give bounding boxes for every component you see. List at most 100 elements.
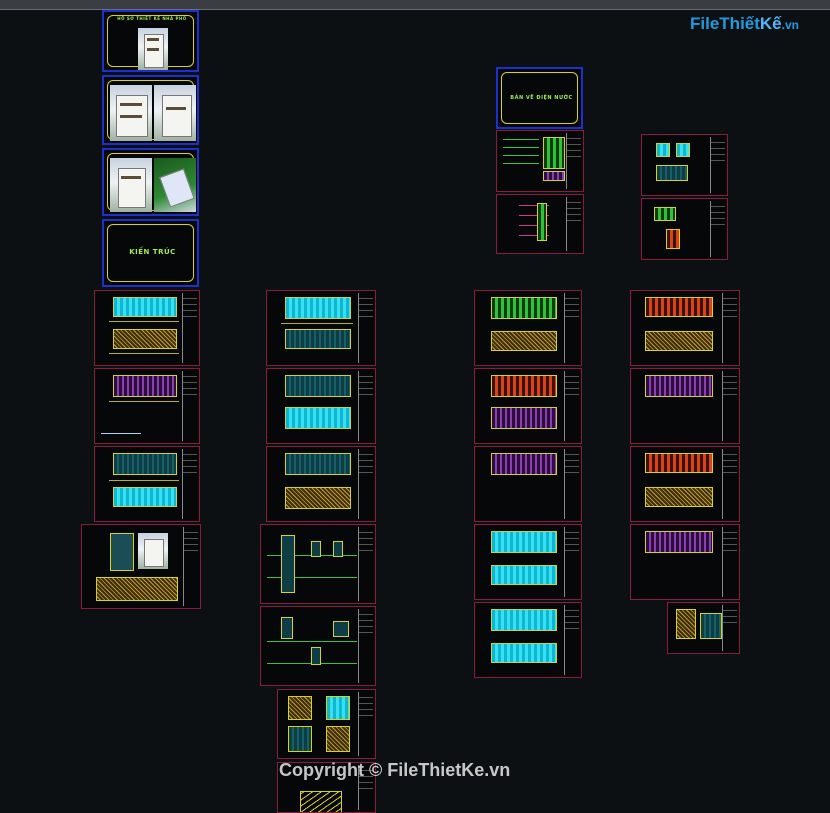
legend-sheet[interactable] bbox=[496, 130, 584, 192]
plumbing-plan-sheet[interactable] bbox=[630, 368, 740, 444]
cover-sheet-render-1[interactable] bbox=[102, 75, 199, 145]
plumbing-plan-sheet[interactable] bbox=[630, 446, 740, 522]
title-block bbox=[566, 197, 581, 251]
title-block bbox=[358, 293, 373, 363]
riser-line bbox=[519, 205, 549, 206]
title-block bbox=[722, 293, 737, 363]
render-image-right bbox=[154, 85, 196, 141]
elevation-sheet[interactable] bbox=[260, 524, 376, 604]
plumbing-plan-drawing bbox=[645, 487, 713, 507]
title-block bbox=[183, 527, 198, 606]
water-plan-drawing bbox=[491, 609, 557, 631]
elevation-drawing bbox=[311, 541, 321, 557]
title-block bbox=[182, 449, 197, 519]
electric-plan-drawing bbox=[491, 331, 557, 351]
logo-ke-text: Kế bbox=[759, 14, 782, 33]
septic-tank-detail-sheet[interactable] bbox=[667, 602, 740, 654]
filethietke-logo: FileThiếtKế.vn bbox=[690, 14, 799, 34]
plumbing-plan-drawing bbox=[645, 375, 713, 397]
dimension-line bbox=[109, 353, 179, 354]
floor-plan-sheet[interactable] bbox=[266, 290, 376, 366]
floor-plan-drawing bbox=[285, 375, 351, 397]
plumbing-plan-drawing bbox=[645, 453, 713, 473]
electric-plan-sheet[interactable] bbox=[474, 446, 582, 522]
detail-drawing bbox=[288, 696, 312, 720]
sheet-inner-frame bbox=[501, 72, 578, 124]
render-thumbnail bbox=[138, 533, 168, 569]
floor-plan-sheet[interactable] bbox=[94, 290, 200, 366]
tank-drawing bbox=[700, 613, 722, 639]
title-block bbox=[722, 371, 737, 441]
riser-line bbox=[519, 215, 549, 216]
floor-plan-sheet[interactable] bbox=[266, 368, 376, 444]
dimension-line bbox=[109, 401, 179, 402]
symbol-drawing bbox=[656, 143, 670, 157]
legend-symbols bbox=[543, 171, 565, 181]
title-block bbox=[358, 692, 373, 756]
electric-plan-drawing bbox=[491, 297, 557, 319]
sheet-inner-frame bbox=[107, 224, 194, 282]
electric-plan-drawing bbox=[491, 375, 557, 397]
floor-plan-sheet[interactable] bbox=[94, 368, 200, 444]
cover-sheet-render-2[interactable] bbox=[102, 148, 199, 216]
elevation-sheet[interactable] bbox=[260, 606, 376, 686]
legend-line bbox=[503, 139, 539, 140]
drainage-detail-sheet[interactable] bbox=[641, 198, 728, 260]
cover-sheet-architecture[interactable]: KIẾN TRÚC bbox=[102, 219, 199, 287]
electric-water-section-title: BẢN VẼ ĐIỆN NƯỚC bbox=[510, 95, 573, 101]
symbol-legend-sheet[interactable] bbox=[641, 134, 728, 196]
plumbing-plan-sheet[interactable] bbox=[630, 290, 740, 366]
floor-plan-sheet[interactable] bbox=[94, 446, 200, 522]
section-drawing bbox=[96, 577, 178, 601]
riser-diagram-sheet[interactable] bbox=[496, 194, 584, 254]
floor-plan-sheet[interactable] bbox=[266, 446, 376, 522]
electric-plan-drawing bbox=[491, 407, 557, 429]
floor-plan-drawing bbox=[113, 487, 177, 507]
architecture-section-title: KIẾN TRÚC bbox=[129, 248, 176, 256]
elevation-sheet[interactable] bbox=[81, 524, 201, 609]
water-plan-sheet[interactable] bbox=[474, 602, 582, 678]
water-plan-drawing bbox=[491, 531, 557, 553]
cover-sheet-title[interactable]: HỒ SƠ THIẾT KẾ NHÀ PHỐ bbox=[102, 10, 199, 72]
plumbing-plan-sheet[interactable] bbox=[630, 524, 740, 600]
elevation-drawing bbox=[333, 541, 343, 557]
floor-plan-drawing bbox=[113, 375, 177, 397]
title-block bbox=[358, 527, 373, 601]
render-image-left bbox=[110, 85, 152, 141]
title-block bbox=[182, 371, 197, 441]
symbol-drawing bbox=[656, 165, 688, 181]
title-block bbox=[722, 605, 737, 651]
floor-plan-drawing bbox=[113, 329, 177, 349]
notes-line bbox=[101, 433, 141, 434]
title-block bbox=[358, 609, 373, 683]
detail-sheet[interactable] bbox=[277, 689, 376, 759]
title-block bbox=[358, 371, 373, 441]
title-block bbox=[358, 765, 373, 810]
plumbing-plan-drawing bbox=[645, 297, 713, 317]
dimension-line bbox=[109, 480, 179, 481]
render-image-right bbox=[154, 158, 196, 212]
title-block bbox=[722, 527, 737, 597]
title-block bbox=[722, 449, 737, 519]
copyright-watermark: Copyright © FileThietKe.vn bbox=[279, 760, 511, 780]
water-plan-sheet[interactable] bbox=[474, 524, 582, 600]
electric-plan-sheet[interactable] bbox=[474, 368, 582, 444]
electric-plan-drawing bbox=[491, 453, 557, 475]
plumbing-plan-drawing bbox=[645, 331, 713, 351]
floor-plan-drawing bbox=[285, 297, 351, 319]
drainage-drawing bbox=[666, 229, 680, 249]
tank-drawing bbox=[676, 609, 696, 639]
floor-plan-drawing bbox=[285, 407, 351, 429]
floor-plan-drawing bbox=[285, 329, 351, 349]
electric-plan-sheet[interactable] bbox=[474, 290, 582, 366]
logo-file-text: File bbox=[690, 14, 720, 33]
legend-line bbox=[503, 163, 539, 164]
level-line bbox=[267, 577, 357, 578]
detail-drawing bbox=[326, 726, 350, 752]
legend-line bbox=[503, 147, 539, 148]
floor-plan-drawing bbox=[113, 453, 177, 475]
elevation-drawing bbox=[281, 617, 293, 639]
detail-drawing bbox=[288, 726, 312, 752]
elevation-drawing bbox=[311, 647, 321, 665]
cover-sheet-electric-water[interactable]: BẢN VẼ ĐIỆN NƯỚC bbox=[496, 67, 583, 129]
